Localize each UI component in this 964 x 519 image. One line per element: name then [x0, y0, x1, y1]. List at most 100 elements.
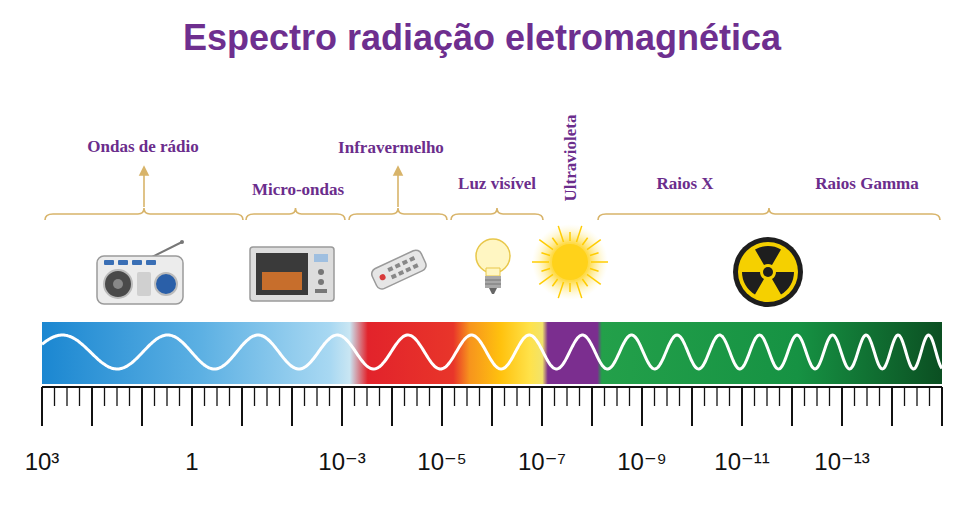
band-label: Ondas de rádio — [87, 137, 198, 157]
axis-tick — [316, 387, 317, 406]
axis-tick — [329, 387, 330, 406]
radiation-icon-part — [733, 237, 803, 307]
axis-tick — [529, 387, 530, 406]
radio-icon-part — [132, 260, 142, 265]
band-label: Ultravioleta — [561, 115, 581, 202]
axis-tick — [91, 387, 93, 426]
sun-icon-part — [532, 226, 608, 298]
axis-tick — [666, 387, 667, 406]
radio-icon-part — [113, 279, 123, 289]
axis-tick — [41, 387, 43, 426]
radiation-blade — [755, 246, 781, 265]
axis-tick — [679, 387, 680, 406]
axis-tick — [866, 387, 867, 406]
axis-tick — [541, 387, 543, 426]
sun-ray — [582, 238, 587, 245]
radio-icon-part — [97, 256, 183, 304]
radiation-blade — [772, 272, 794, 295]
axis-tick — [716, 387, 717, 406]
axis-tick — [791, 387, 793, 426]
axis-tick — [941, 387, 943, 426]
remote-icon-part — [402, 259, 408, 265]
category-brace — [246, 208, 345, 220]
light-bulb-icon-part — [486, 268, 500, 276]
axis-tick — [116, 387, 117, 406]
radio-icon-part — [137, 272, 151, 296]
axis-tick — [779, 387, 780, 406]
axis-tick — [254, 387, 255, 406]
radiation-icon-part — [738, 242, 798, 302]
axis-tick — [504, 387, 505, 406]
axis-tick — [391, 387, 393, 426]
microwave-icon-part — [314, 254, 328, 262]
axis-tick — [54, 387, 55, 406]
axis-tick — [204, 387, 205, 406]
wavelength-label: 10⁻⁹ — [617, 448, 667, 476]
category-brace — [45, 167, 940, 220]
axis-tick — [766, 387, 767, 406]
band-label: Raios Gamma — [815, 174, 918, 194]
sun-ray — [532, 261, 549, 263]
radio-icon-part — [180, 240, 184, 244]
axis-tick — [479, 387, 480, 406]
remote-icon-part — [395, 263, 401, 269]
wavelength-label: 10⁻⁷ — [518, 448, 566, 476]
axis-tick — [516, 387, 517, 406]
microwave-icon-part — [318, 269, 324, 275]
axis-tick — [879, 387, 880, 406]
remote-icon-part — [405, 267, 411, 273]
wavelength-label: 10⁻¹³ — [814, 448, 869, 476]
sun-ray — [539, 240, 553, 250]
radio-icon — [97, 240, 184, 304]
axis-tick — [554, 387, 555, 406]
sun-ray — [558, 282, 563, 298]
wavelength-label: 1 — [185, 448, 198, 476]
axis-tick — [66, 387, 67, 406]
axis-tick — [566, 387, 567, 406]
diagram-title: Espectro radiação eletromagnética — [183, 17, 781, 59]
band-label: Micro-ondas — [252, 180, 344, 200]
microwave-icon-part — [318, 279, 324, 285]
axis-tick — [216, 387, 217, 406]
axis-tick — [441, 387, 443, 426]
axis-tick — [729, 387, 730, 406]
sun-ray — [576, 226, 581, 242]
light-bulb-icon-part — [485, 276, 501, 288]
sun-ray — [541, 253, 550, 256]
axis-tick — [129, 387, 130, 406]
arrow-head — [140, 167, 148, 175]
axis-tick — [654, 387, 655, 406]
arrow-head — [394, 167, 402, 175]
category-brace — [45, 208, 243, 220]
band-label: Raios X — [656, 174, 713, 194]
radio-icon-part — [146, 260, 156, 265]
wavelength-label: 10³ — [25, 448, 60, 476]
axis-tick — [404, 387, 405, 406]
axis-tick — [754, 387, 755, 406]
sun-ray — [582, 279, 587, 286]
radio-icon-part — [104, 270, 132, 298]
light-bulb-icon — [476, 239, 510, 294]
sun-icon — [532, 224, 608, 300]
axis-tick — [341, 387, 343, 426]
remote-icon-part — [387, 266, 393, 272]
axis-tick — [366, 387, 367, 406]
axis-tick — [929, 387, 930, 406]
radiation-icon — [733, 237, 803, 307]
sun-ray — [590, 268, 599, 271]
axis-tick — [429, 387, 430, 406]
axis-tick — [704, 387, 705, 406]
sun-ray — [558, 226, 563, 242]
radio-icon-part — [104, 260, 114, 265]
band-label: Luz visível — [458, 174, 536, 194]
axis-tick — [166, 387, 167, 406]
light-bulb-icon-part — [489, 288, 497, 294]
axis-tick — [304, 387, 305, 406]
axis-tick — [266, 387, 267, 406]
sun-ray — [552, 238, 557, 245]
sun-ray — [590, 253, 599, 256]
sun-ray — [539, 274, 553, 284]
axis-tick — [104, 387, 105, 406]
